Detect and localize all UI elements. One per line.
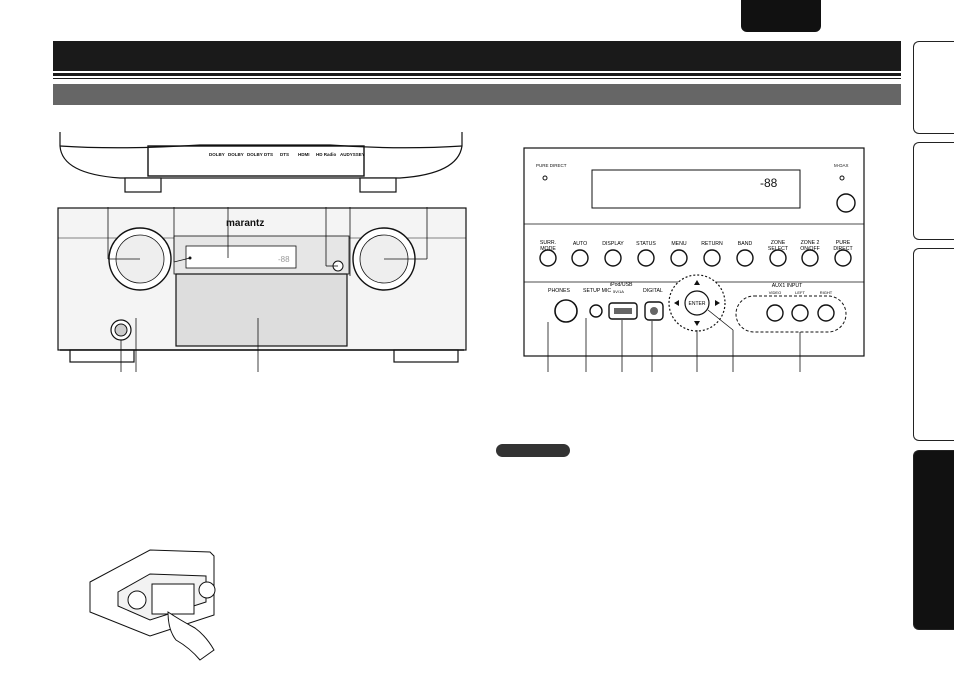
- enter-button-label[interactable]: ENTER: [689, 301, 706, 307]
- aux1-input-group: [735, 295, 847, 333]
- page-title-bar: [53, 41, 901, 71]
- front-brand-logo: marantz: [226, 218, 264, 229]
- pure-direct-button[interactable]: PURE DIRECT: [833, 240, 853, 267]
- setup-mic-label: SETUP MIC: [583, 288, 611, 294]
- svg-text:SURR.: SURR.: [540, 240, 556, 246]
- sub-pure-direct-led: [542, 175, 548, 181]
- svg-text:PURE: PURE: [836, 240, 851, 246]
- title-rule-thick: [53, 73, 901, 76]
- receiver-top-view: [59, 132, 463, 193]
- setup-mic-jack[interactable]: [589, 304, 603, 318]
- side-tab-4-active[interactable]: [913, 450, 954, 630]
- logo-dolby-1: DOLBY: [209, 152, 225, 157]
- sub-button-row: SURR. MODE AUTO DISPLAY STATUS MENU RETU…: [539, 240, 853, 267]
- sub-label-pure-direct: PURE DIRECT: [536, 163, 567, 168]
- logo-dts-2: DTS: [280, 152, 289, 157]
- aux1-input-label: AUX1 INPUT: [772, 283, 803, 289]
- top-view-logos: DOLBY DOLBY DOLBY DTS DTS HDMI HD Radio …: [209, 152, 365, 157]
- auto-button[interactable]: AUTO: [571, 241, 589, 267]
- aux1-right-label: RIGHT: [820, 290, 833, 295]
- ipod-usb-label: iPod/USB: [610, 282, 633, 288]
- sub-callout-lines: [547, 309, 801, 372]
- status-button[interactable]: STATUS: [636, 241, 656, 267]
- band-button[interactable]: BAND: [736, 241, 754, 267]
- logo-hd-radio: HD Radio: [316, 152, 337, 157]
- phones-label: PHONES: [548, 288, 570, 294]
- language-tab[interactable]: [741, 0, 821, 32]
- display-button[interactable]: DISPLAY: [602, 241, 624, 267]
- cursor-pad[interactable]: [668, 274, 726, 332]
- note-label-pill: [496, 444, 570, 457]
- logo-hdmi: HDMI: [298, 152, 310, 157]
- svg-text:MODE: MODE: [540, 246, 556, 252]
- phones-jack[interactable]: [554, 299, 578, 323]
- front-display-text: -88: [278, 255, 290, 264]
- aux1-right-jack[interactable]: [817, 304, 835, 322]
- sub-m-dax-led: [839, 175, 845, 181]
- svg-text:ON/OFF: ON/OFF: [800, 246, 820, 252]
- svg-text:BAND: BAND: [738, 241, 753, 247]
- logo-dolby-3: DOLBY: [247, 152, 263, 157]
- sub-display-text: -88: [760, 176, 778, 190]
- aux1-video-jack[interactable]: [766, 304, 784, 322]
- logo-audyssey: AUDYSSEY: [340, 152, 365, 157]
- ipod-usb-sub-label: 5V/1A: [613, 289, 624, 294]
- aux1-left-label: LEFT: [795, 290, 805, 295]
- svg-text:RETURN: RETURN: [701, 241, 723, 247]
- aux1-video-label: VIDEO: [769, 290, 781, 295]
- logo-dts-1: DTS: [264, 152, 273, 157]
- digital-input-hole: [650, 307, 658, 315]
- return-button[interactable]: RETURN: [701, 241, 723, 267]
- door-opening-illustration: [89, 549, 216, 661]
- zone-select-button[interactable]: ZONE SELECT: [768, 240, 789, 267]
- logo-dolby-2: DOLBY: [228, 152, 244, 157]
- svg-text:DISPLAY: DISPLAY: [602, 241, 624, 247]
- zone2-onoff-button[interactable]: ZONE 2 ON/OFF: [800, 240, 820, 267]
- svg-text:SELECT: SELECT: [768, 246, 789, 252]
- svg-text:AUTO: AUTO: [573, 241, 587, 247]
- section-heading-bar: [53, 84, 901, 105]
- sub-label-m-dax: M-DAX: [834, 163, 849, 168]
- side-tab-2[interactable]: [913, 142, 954, 240]
- svg-text:ZONE 2: ZONE 2: [801, 240, 820, 246]
- side-tab-1[interactable]: [913, 41, 954, 134]
- front-power-button: [110, 319, 132, 341]
- title-rule-thin: [53, 78, 901, 79]
- svg-text:DIRECT: DIRECT: [833, 246, 853, 252]
- digital-label: DIGITAL: [643, 288, 663, 294]
- front-callout-lines: [107, 207, 428, 372]
- svg-text:MENU: MENU: [671, 241, 687, 247]
- side-tab-3[interactable]: [913, 248, 954, 441]
- aux1-left-jack[interactable]: [791, 304, 809, 322]
- menu-button[interactable]: MENU: [670, 241, 688, 267]
- usb-port-slot: [614, 308, 632, 314]
- svg-text:ZONE: ZONE: [771, 240, 786, 246]
- surr-mode-button[interactable]: SURR. MODE: [539, 240, 557, 267]
- svg-text:STATUS: STATUS: [636, 241, 656, 247]
